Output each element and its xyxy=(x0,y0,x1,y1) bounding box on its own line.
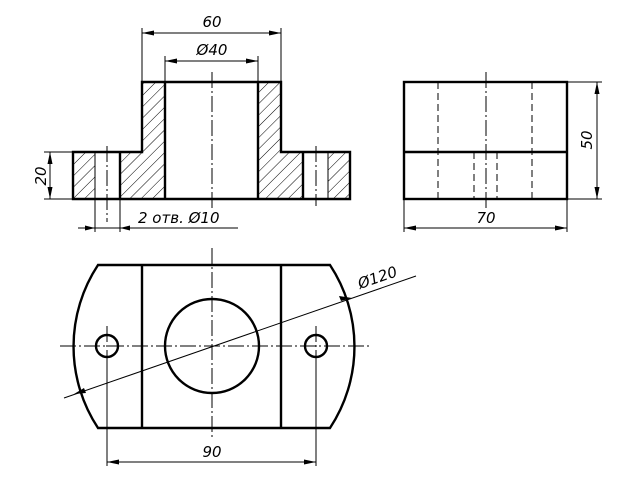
dim-40-arrow-right xyxy=(246,58,258,64)
side-view: 70 50 xyxy=(402,72,602,232)
dim-50-label: 50 xyxy=(578,130,596,149)
hatch-left-flange xyxy=(73,152,95,199)
dim-holes-label: 2 отв. Ø10 xyxy=(138,209,220,227)
dim-60-arrow-left xyxy=(142,30,154,36)
dim-70-arrow-right xyxy=(555,225,567,231)
hatch-left-flange-inner xyxy=(120,152,142,199)
top-outline xyxy=(72,263,356,430)
dim-60-arrow-right xyxy=(269,30,281,36)
front-view: 60 Ø40 20 2 отв. Ø10 xyxy=(32,13,352,232)
hatch-right-flange-inner xyxy=(281,152,303,199)
dim-120-line xyxy=(63,275,417,399)
dim-90-arrow-left xyxy=(107,459,119,465)
dim-20-arrow-bottom xyxy=(47,187,53,199)
dim-60-label: 60 xyxy=(202,13,221,31)
dim-20-arrow-top xyxy=(47,152,53,164)
dim-120-label: Ø120 xyxy=(354,263,399,294)
dim-40-label: Ø40 xyxy=(196,41,228,59)
dim-50-arrow-bottom xyxy=(594,187,600,199)
hatch-left-wall xyxy=(142,82,165,199)
dim-40-arrow-left xyxy=(165,58,177,64)
dim-50-arrow-top xyxy=(594,82,600,94)
dim-120-arrow-right xyxy=(339,296,352,301)
dim-120-arrow-left xyxy=(74,388,86,394)
dim-holes-arrow-a xyxy=(85,225,95,231)
dim-20-label: 20 xyxy=(32,166,50,185)
dim-70-label: 70 xyxy=(476,209,495,227)
dim-90-label: 90 xyxy=(202,443,221,461)
hatch-right-wall xyxy=(258,82,281,199)
hatch-right-flange xyxy=(328,152,350,199)
dim-70-arrow-left xyxy=(404,225,416,231)
dim-holes-arrow-b xyxy=(120,225,130,231)
top-view: Ø120 90 xyxy=(60,248,417,466)
dim-90-arrow-right xyxy=(304,459,316,465)
